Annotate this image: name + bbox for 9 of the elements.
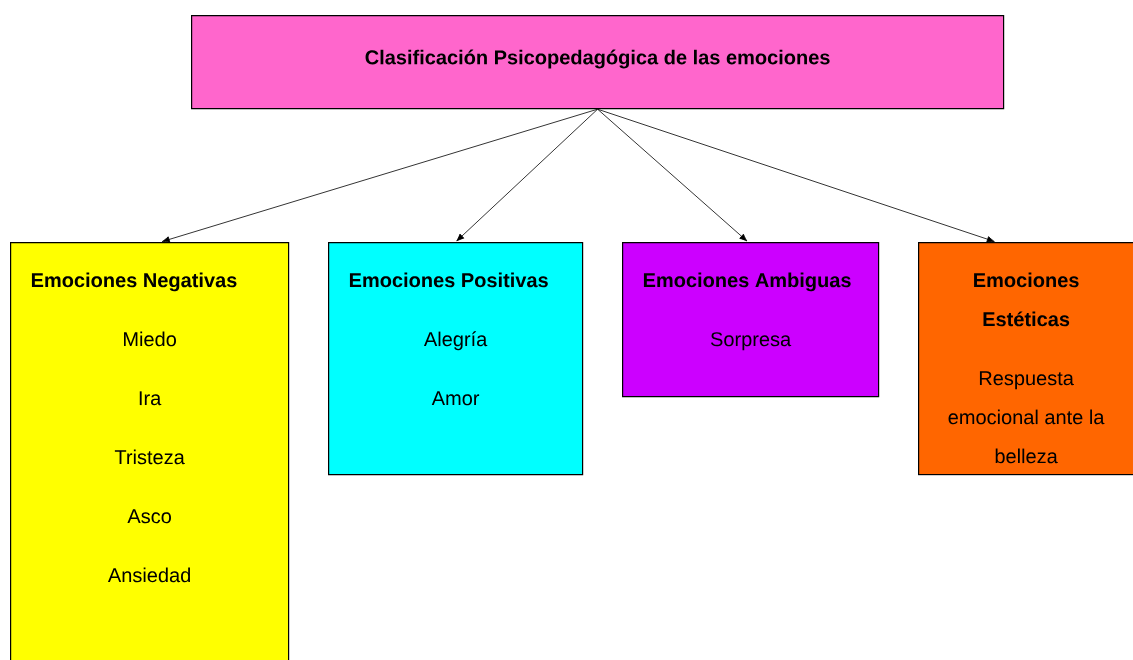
arrow — [456, 108, 598, 242]
category-box: Emociones Estéticas Respuesta emocional ante la belleza — [918, 242, 1133, 476]
arrow — [597, 108, 748, 242]
arrow — [597, 108, 995, 243]
category-box: Emociones Positivas Alegría Amor — [328, 242, 584, 476]
category-box: Emociones Negativas Miedo Ira Tristeza Asco Ansiedad — [10, 242, 290, 660]
category-box: Emociones Ambiguas Sorpresa — [622, 242, 880, 398]
title-box: Clasificación Psicopedagógica de las emociones — [191, 15, 1005, 110]
arrow — [161, 108, 598, 243]
